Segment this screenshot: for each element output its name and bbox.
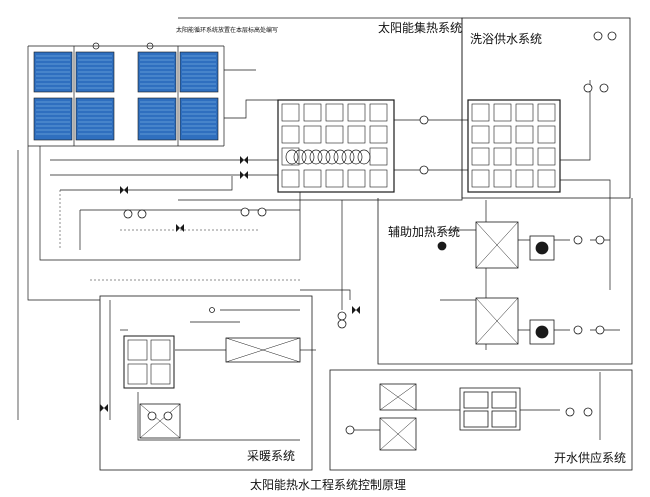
- tank-module-icon: [537, 125, 556, 144]
- pump-icon: [595, 235, 605, 245]
- pump-icon: [565, 407, 575, 417]
- valve-icon: [100, 404, 108, 412]
- tank-module-icon: [347, 125, 366, 144]
- pump-icon: [137, 209, 147, 219]
- collector-tank: [277, 99, 395, 193]
- pump-icon: [573, 235, 583, 245]
- pumps: [123, 31, 617, 421]
- valve-icon: [352, 306, 360, 314]
- bath-frame: [461, 17, 631, 199]
- tank-module-icon: [369, 147, 388, 166]
- coil-icon: [285, 149, 371, 165]
- pump-icon: [583, 83, 593, 93]
- instrument-icon: [209, 241, 447, 435]
- tank-module-icon: [150, 363, 171, 385]
- pump-icon: [607, 31, 617, 41]
- tank-module-icon: [325, 125, 344, 144]
- tank-module-icon: [347, 103, 366, 122]
- tank-module-icon: [491, 391, 517, 409]
- boiled-frame: [329, 369, 633, 471]
- tank-module-icon: [325, 103, 344, 122]
- solar-panel-array: [27, 42, 225, 147]
- tank-module-icon: [127, 339, 148, 361]
- tank-module-icon: [325, 169, 344, 188]
- valve-icon: [240, 156, 248, 164]
- section-title-space-heating: 采暖系统: [247, 449, 295, 463]
- tank-module-icon: [471, 125, 490, 144]
- tank-module-icon: [127, 363, 148, 385]
- boiled-equipment: [379, 383, 521, 451]
- tank-module-icon: [491, 410, 517, 428]
- pump-icon: [163, 411, 173, 421]
- pump-icon: [419, 115, 429, 125]
- tank-module-icon: [281, 169, 300, 188]
- pump-icon: [573, 325, 583, 335]
- tank-module-icon: [515, 125, 534, 144]
- tank-module-icon: [515, 103, 534, 122]
- tank-module-icon: [537, 169, 556, 188]
- valve-icon: [240, 171, 248, 179]
- bath-tank: [467, 99, 561, 193]
- tank-module-icon: [493, 169, 512, 188]
- piping: [17, 69, 620, 441]
- tank-module-icon: [369, 103, 388, 122]
- heating-frame: [99, 295, 313, 471]
- section-title-collector: 太阳能集热系统: [378, 20, 462, 35]
- pump-icon: [593, 31, 603, 41]
- pump-icon: [419, 165, 429, 175]
- valve-icon: [120, 186, 128, 194]
- solar-panel-icon: [75, 97, 115, 141]
- solar-panel-icon: [33, 97, 73, 141]
- tank-module-icon: [303, 169, 322, 188]
- tank-module-icon: [515, 169, 534, 188]
- tank-module-icon: [150, 339, 171, 361]
- pump-icon: [147, 411, 157, 421]
- valve-icon: [176, 224, 184, 232]
- pump-icon: [240, 207, 250, 217]
- aux-frame: [377, 198, 633, 365]
- tank-module-icon: [281, 125, 300, 144]
- tank-module-icon: [471, 147, 490, 166]
- section-frames: [99, 17, 633, 471]
- heating-tank: [123, 335, 181, 439]
- tank-module-icon: [493, 125, 512, 144]
- tank-module-icon: [369, 169, 388, 188]
- tank-module-icon: [471, 169, 490, 188]
- section-title-boiled-water: 开水供应系统: [554, 450, 626, 465]
- solar-panel-icon: [179, 97, 219, 141]
- tank-module-icon: [463, 391, 489, 409]
- tank-module-icon: [303, 103, 322, 122]
- panel-stripes: [36, 55, 216, 135]
- tank-module-icon: [515, 147, 534, 166]
- pump-icon: [599, 83, 609, 93]
- note-title: 太阳能循环系统放置在本层标高处编写: [176, 26, 278, 34]
- section-title-aux-heating: 辅助加热系统: [388, 225, 460, 239]
- tank-module-icon: [537, 147, 556, 166]
- tank-module-icon: [471, 103, 490, 122]
- pump-icon: [257, 207, 267, 217]
- pump-icon: [583, 407, 593, 417]
- pump-icon: [595, 325, 605, 335]
- solar-panel-icon: [137, 97, 177, 141]
- valves: [100, 156, 360, 412]
- aux-equipment: [225, 221, 555, 363]
- section-title-bath-supply: 洗浴供水系统: [470, 32, 542, 46]
- tank-module-icon: [303, 125, 322, 144]
- tank-module-icon: [281, 103, 300, 122]
- pump-icon: [123, 209, 133, 219]
- tank-module-icon: [369, 125, 388, 144]
- main-title: 太阳能热水工程系统控制原理: [250, 477, 406, 492]
- tank-module-icon: [493, 147, 512, 166]
- dashed-lines: [59, 190, 300, 281]
- tank-module-icon: [463, 410, 489, 428]
- tank-module-icon: [537, 103, 556, 122]
- tank-module-icon: [347, 169, 366, 188]
- tank-module-icon: [493, 103, 512, 122]
